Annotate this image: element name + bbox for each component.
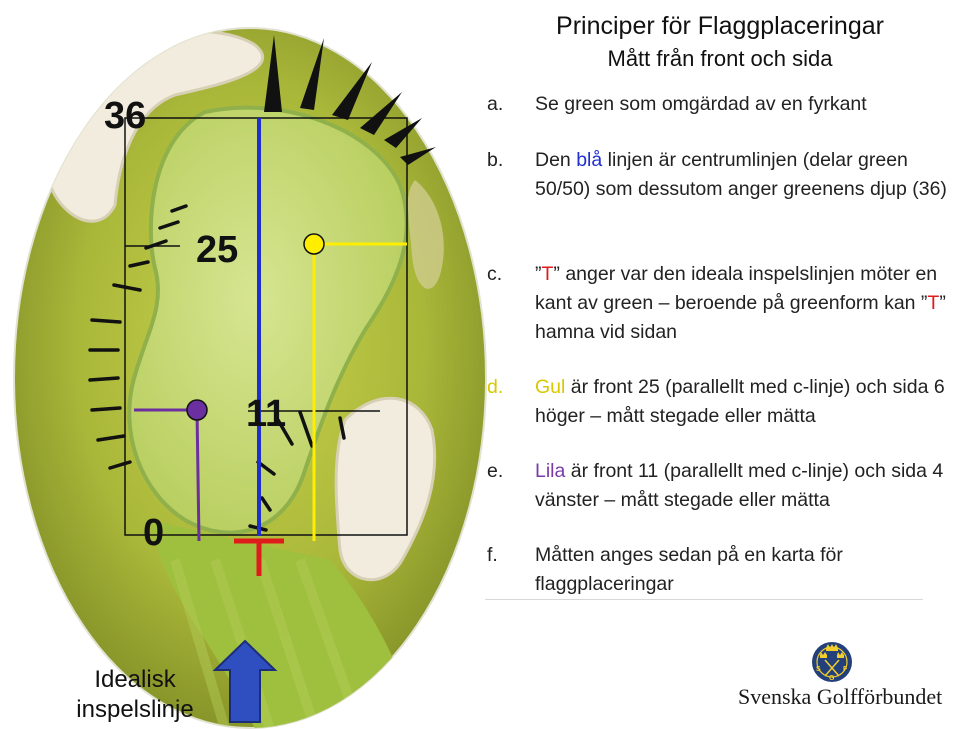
list-letter: f. bbox=[487, 541, 527, 570]
text-run: Se green som omgärdad av en fyrkant bbox=[535, 93, 867, 115]
zero-label: 0 bbox=[143, 512, 164, 554]
list-letter: d. bbox=[487, 373, 527, 402]
purple-term: Lila bbox=[535, 460, 565, 482]
list-item: c. ”T” anger var den ideala inspelslinje… bbox=[487, 260, 957, 347]
yellow-flag-marker bbox=[304, 234, 324, 254]
tee-term: T bbox=[927, 292, 939, 314]
list-text: Måtten anges sedan på en karta för flagg… bbox=[535, 541, 957, 599]
text-run: är front 25 (parallellt med c-linje) och… bbox=[535, 376, 945, 427]
list-text: Gul är front 25 (parallellt med c-linje)… bbox=[535, 373, 957, 431]
list-item: e. Lila är front 11 (parallellt med c-li… bbox=[487, 457, 957, 515]
list-letter: c. bbox=[487, 260, 527, 289]
ideal-line-label: Idealisk inspelslinje bbox=[60, 665, 210, 725]
list-item: d. Gul är front 25 (parallellt med c-lin… bbox=[487, 373, 957, 431]
crest-letter: F bbox=[843, 666, 848, 673]
text-run: ” anger var den ideala inspelslinjen möt… bbox=[535, 263, 937, 314]
text-run: Den bbox=[535, 149, 576, 171]
text-run: är front 11 (parallellt med c-linje) och… bbox=[535, 460, 943, 511]
list-text: Den blå linjen är centrumlinjen (delar g… bbox=[535, 146, 957, 204]
list-letter: b. bbox=[487, 146, 527, 175]
front-purple-label: 11 bbox=[246, 393, 286, 435]
tee-term: T bbox=[542, 263, 554, 285]
federation-logo: S G F bbox=[812, 642, 852, 682]
list-item: b. Den blå linjen är centrumlinjen (dela… bbox=[487, 146, 957, 204]
page-title: Principer för Flaggplaceringar bbox=[485, 12, 955, 41]
list-text: ”T” anger var den ideala inspelslinjen m… bbox=[535, 260, 957, 347]
course-illustration bbox=[14, 28, 486, 729]
list-letter: e. bbox=[487, 457, 527, 486]
list-item: a. Se green som omgärdad av en fyrkant bbox=[487, 90, 957, 119]
page-subtitle: Mått från front och sida bbox=[485, 46, 955, 72]
federation-name: Svenska Golfförbundet bbox=[738, 684, 942, 710]
blue-term: blå bbox=[576, 149, 602, 171]
list-letter: a. bbox=[487, 90, 527, 119]
yellow-term: Gul bbox=[535, 376, 565, 398]
text-run: Måtten anges sedan på en karta för flagg… bbox=[535, 544, 843, 595]
purple-flag-marker bbox=[187, 400, 207, 420]
list-item: f. Måtten anges sedan på en karta för fl… bbox=[487, 541, 957, 599]
crest-letter: S bbox=[816, 666, 821, 673]
list-text: Se green som omgärdad av en fyrkant bbox=[535, 90, 957, 119]
depth-label: 36 bbox=[104, 95, 146, 137]
crest-letter: G bbox=[829, 675, 835, 682]
divider bbox=[485, 599, 923, 600]
front-yellow-label: 25 bbox=[196, 229, 238, 271]
list-text: Lila är front 11 (parallellt med c-linje… bbox=[535, 457, 957, 515]
